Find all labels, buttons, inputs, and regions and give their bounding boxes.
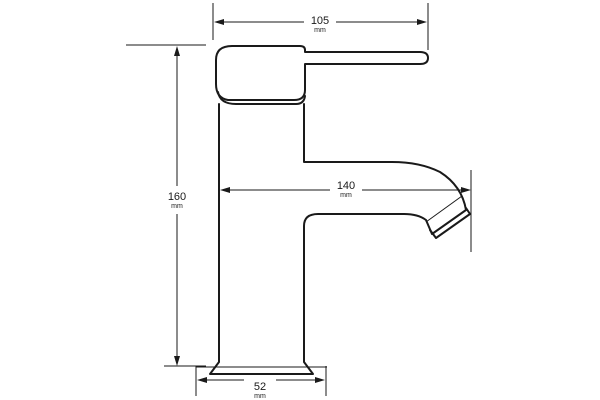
dimension-value: 52 xyxy=(254,381,266,393)
dimension-unit: mm xyxy=(254,393,266,400)
handle-cap-base xyxy=(217,91,306,105)
dimension-handle-width: 105 mm xyxy=(214,12,427,34)
dimension-base-width: 52 mm xyxy=(197,377,325,400)
dimension-unit: mm xyxy=(314,27,326,34)
dimension-unit: mm xyxy=(171,203,183,210)
dimension-spout-reach: 140 mm xyxy=(220,178,471,200)
aerator-line xyxy=(425,195,463,223)
extension-lines xyxy=(126,3,472,396)
dimension-value: 140 xyxy=(337,180,355,192)
faucet-outline xyxy=(196,45,471,375)
dimension-unit: mm xyxy=(340,192,352,199)
dimension-height: 160 mm xyxy=(162,46,192,366)
dimension-value: 105 xyxy=(311,15,329,27)
aerator-ring xyxy=(429,207,471,239)
faucet-body xyxy=(209,103,467,375)
dimension-value: 160 xyxy=(168,191,186,203)
lever-handle xyxy=(215,45,429,101)
